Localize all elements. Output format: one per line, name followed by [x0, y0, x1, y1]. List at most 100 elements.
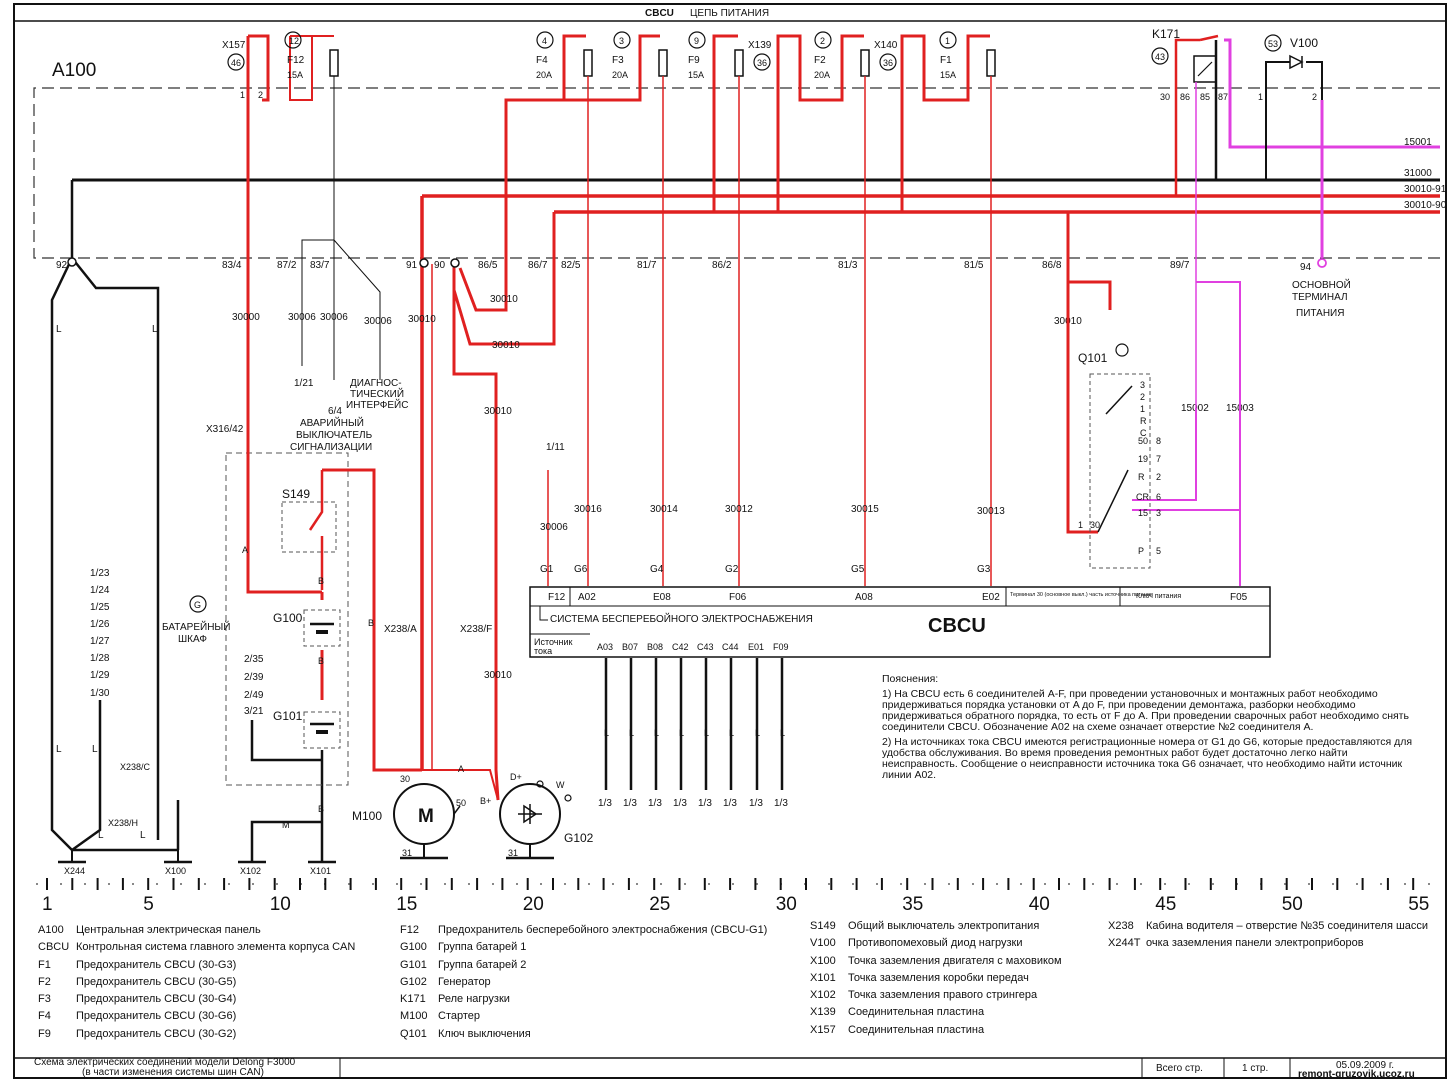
- relay-k171[interactable]: [1174, 34, 1232, 408]
- scale-label: 55: [1408, 894, 1429, 915]
- cbcu-pin: A08: [855, 592, 873, 603]
- wire-letter: L: [56, 744, 62, 755]
- scale-label: 40: [1029, 894, 1050, 915]
- ref-label: 1/25: [90, 602, 110, 613]
- wire-label: 30006: [364, 316, 392, 327]
- wire-label: 30015: [851, 504, 879, 515]
- fuse-f12-name: F12: [287, 55, 305, 66]
- relay-pin: 87: [1218, 92, 1228, 102]
- ignition-pos: 2: [1156, 472, 1161, 482]
- node-90: [450, 258, 460, 268]
- cbcu-source-label-2: тока: [534, 646, 552, 656]
- node-label: 86/7: [528, 260, 548, 271]
- fuse-f12-circle: 12: [289, 36, 299, 46]
- switch-s149-contact[interactable]: [308, 470, 324, 590]
- wire-f2-feed: [776, 34, 864, 212]
- cbcu-pin: F05: [1230, 592, 1248, 603]
- ignition-mark: P: [1138, 546, 1144, 556]
- fuse-f12-body: [329, 49, 339, 77]
- ignition-pos: 3: [1140, 380, 1145, 390]
- wire-label: 30012: [725, 504, 753, 515]
- cbcu-pin: F06: [729, 592, 747, 603]
- node-label: 86/2: [712, 260, 732, 271]
- ground-label-x244: X244: [64, 866, 85, 876]
- wire-f9-feed: [712, 34, 738, 212]
- connector-x140-circle: 36: [883, 58, 893, 68]
- note-1: 1) На CBCU есть 6 соединителей A-F, при …: [882, 688, 1409, 733]
- cbcu-source: G1: [540, 564, 554, 575]
- ignition-pos: 8: [1156, 436, 1161, 446]
- cbcu-name: CBCU: [928, 615, 986, 637]
- ignition-switch-q101[interactable]: [1089, 343, 1151, 569]
- header-title: ЦЕПЬ ПИТАНИЯ: [690, 8, 769, 19]
- node-92: [67, 257, 77, 267]
- caption-line-1: Схема электрических соединений модели De…: [34, 1057, 296, 1068]
- ref-label: 1/3: [698, 798, 712, 809]
- ref-label: 1/23: [90, 568, 110, 579]
- ref-label: 1/3: [673, 798, 687, 809]
- cbcu-source: G2: [725, 564, 739, 575]
- fuse-f2-circle: 2: [820, 36, 825, 46]
- diode-label: V100: [1290, 36, 1318, 50]
- ref-label: 1/28: [90, 653, 110, 664]
- fuse-f2-name: F2: [814, 55, 826, 66]
- wire-a-starter-generator: [422, 769, 499, 801]
- ignition-mark: CR: [1136, 492, 1149, 502]
- fuse-f9-rating: 15A: [688, 70, 704, 80]
- battery-cabinet-outline: [225, 452, 349, 786]
- ignition-pos: 5: [1156, 546, 1161, 556]
- node-label: 81/3: [838, 260, 858, 271]
- ground-x100: [164, 850, 192, 864]
- ignition-pos: 7: [1156, 454, 1161, 464]
- ref-label: 1/3: [623, 798, 637, 809]
- connector-x140: X140: [874, 40, 898, 51]
- cbcu-pin: E02: [982, 592, 1000, 603]
- switch-s149-frame[interactable]: [281, 501, 337, 553]
- node-label: 83/4: [222, 260, 242, 271]
- wire-30010-generator: [452, 264, 500, 801]
- wire-label: 30010: [408, 314, 436, 325]
- wire-label: 30010: [490, 294, 518, 305]
- scale-label: 35: [902, 894, 923, 915]
- ignition-mark: 15: [1138, 508, 1148, 518]
- wire-letter: L: [140, 830, 146, 841]
- sheet-border: [13, 3, 1447, 1079]
- alarm-label: СИГНАЛИЗАЦИИ: [290, 442, 372, 453]
- node-label-92: 92: [56, 260, 68, 271]
- cbcu-output-pin: B07: [622, 642, 638, 652]
- fuse-f12-rating: 15A: [287, 70, 303, 80]
- node-label: 82/5: [561, 260, 581, 271]
- wire-letter: B: [318, 804, 324, 814]
- relay-pin: 85: [1200, 92, 1210, 102]
- battery-ground-wire: [250, 720, 322, 762]
- ref-label: 6/4: [328, 406, 342, 417]
- wire-letter: L: [729, 728, 734, 738]
- ref-label: 1/30: [90, 688, 110, 699]
- node-91: [419, 258, 429, 268]
- battery-cabinet-label-2: ШКАФ: [178, 634, 207, 645]
- battery-cabinet-label-1: БАТАРЕЙНЫЙ: [162, 620, 230, 633]
- wire-letter: L: [629, 728, 634, 738]
- cbcu-box[interactable]: [529, 586, 1271, 658]
- ignition-mark: 19: [1138, 454, 1148, 464]
- fuse-f3-name: F3: [612, 55, 624, 66]
- titleblock-site: remont-gruzovik.ucoz.ru: [1298, 1069, 1415, 1080]
- cbcu-source: G4: [650, 564, 664, 575]
- starter-pin-30: 30: [400, 774, 410, 784]
- wire-30010-86-5: [458, 196, 508, 312]
- caption-line-2: (в части изменения системы шин CAN): [82, 1067, 264, 1078]
- wire-letter: L: [152, 324, 158, 335]
- wire-label: 30010: [484, 406, 512, 417]
- ref-label: 3/21: [244, 706, 264, 717]
- cbcu-source: G6: [574, 564, 588, 575]
- diag-label: ИНТЕРФЕЙС: [346, 398, 408, 411]
- wire-letter: B: [318, 656, 324, 666]
- cbcu-pin: A02: [578, 592, 596, 603]
